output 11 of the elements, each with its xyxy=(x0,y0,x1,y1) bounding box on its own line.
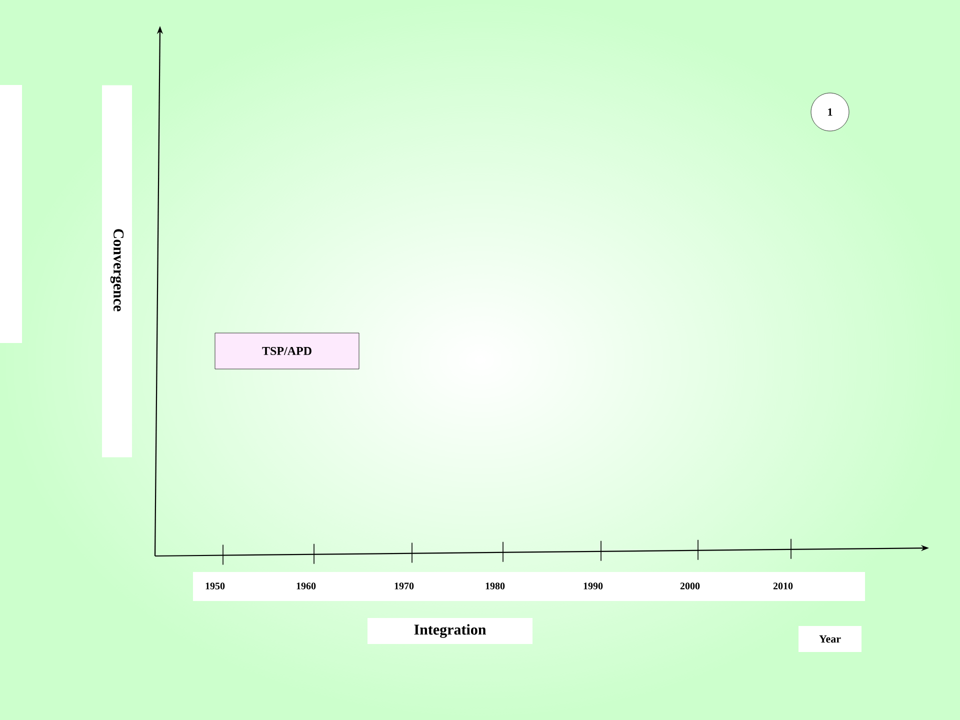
year-label: 1980 xyxy=(486,582,505,590)
year-label: 2010 xyxy=(773,582,793,590)
year-label: 1990 xyxy=(584,582,603,590)
year-label: 1960 xyxy=(296,582,316,590)
axis-label: Convergence xyxy=(102,85,132,458)
year-label: 1950 xyxy=(206,582,225,590)
label-box: TSP/APD xyxy=(214,332,360,370)
axis-label: Year xyxy=(798,626,862,652)
year-label: 1970 xyxy=(394,582,414,590)
year-label: 2000 xyxy=(680,582,700,590)
axis-label: Integration xyxy=(368,618,532,644)
